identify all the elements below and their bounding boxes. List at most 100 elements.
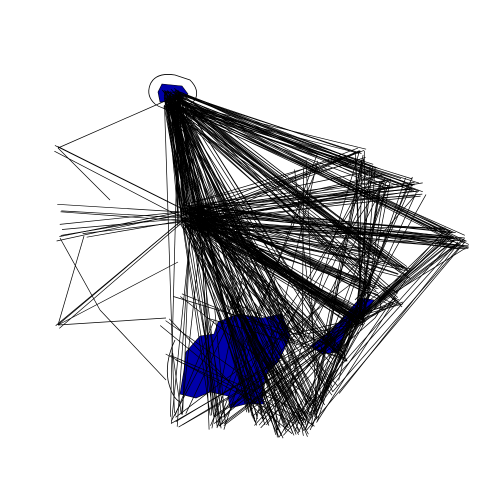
edge-line: [258, 252, 303, 341]
edge-line: [195, 205, 377, 288]
edge-line: [164, 104, 175, 413]
edge-line: [57, 203, 199, 214]
edge-line: [359, 242, 458, 317]
edge-line: [172, 102, 222, 429]
edge-line: [249, 294, 371, 404]
edge-lines: [54, 88, 470, 439]
edge-line: [57, 261, 179, 326]
edge-line: [180, 296, 314, 401]
edge-line: [195, 203, 446, 243]
edge-line: [210, 166, 319, 426]
edge-line: [179, 147, 359, 217]
edge-line: [339, 192, 417, 363]
edge-line: [198, 174, 385, 217]
edge-line: [195, 226, 460, 240]
edge-line: [248, 256, 295, 348]
edge-line: [214, 308, 226, 424]
edge-line: [196, 170, 374, 207]
edge-line: [301, 167, 305, 335]
edge-line: [327, 318, 365, 391]
edge-line: [283, 241, 459, 436]
edge-line: [313, 158, 365, 404]
edge-line: [86, 219, 188, 238]
edge-line: [194, 206, 391, 306]
edge-line: [341, 317, 355, 364]
edge-line: [309, 154, 364, 421]
edge-line: [59, 237, 101, 311]
edge-line: [183, 210, 304, 422]
edge-line: [57, 97, 173, 149]
edge-line: [332, 246, 461, 393]
edge-line: [175, 92, 277, 435]
edge-line: [177, 103, 183, 222]
edge-line: [170, 88, 372, 293]
edge-line: [185, 207, 305, 334]
edge-line: [175, 261, 382, 418]
edge-line: [59, 210, 197, 329]
edge-line: [171, 106, 386, 189]
edge-line: [180, 107, 359, 154]
edge-line: [61, 217, 189, 230]
edge-line: [186, 224, 305, 432]
edge-line: [192, 190, 419, 215]
edge-line: [182, 301, 398, 426]
edge-line: [225, 304, 302, 346]
edge-line: [181, 222, 203, 415]
edge-line: [304, 182, 385, 344]
edge-line: [202, 318, 218, 428]
edge-line: [54, 150, 189, 222]
edge-line: [170, 103, 226, 418]
edge-line: [57, 317, 167, 326]
edge-line: [169, 103, 220, 426]
edge-line: [171, 300, 236, 422]
edge-line: [202, 205, 212, 416]
edge-line: [179, 204, 215, 419]
bottom-left-outline: [166, 339, 181, 403]
edge-line: [225, 295, 300, 425]
edge-line: [201, 222, 455, 239]
edge-line: [199, 150, 361, 213]
edge-line: [182, 213, 256, 420]
edge-line: [170, 103, 180, 225]
edge-line: [174, 105, 379, 179]
edge-line: [54, 145, 194, 215]
edge-line: [192, 211, 354, 312]
edge-line: [362, 182, 386, 324]
edge-line: [164, 98, 211, 416]
edge-line: [194, 175, 382, 223]
edge-line: [173, 94, 420, 192]
edge-line: [202, 205, 469, 250]
edge-line: [194, 227, 301, 424]
edge-line: [304, 321, 362, 424]
edge-line: [276, 153, 360, 432]
edge-line: [255, 160, 318, 424]
edge-line: [181, 293, 348, 362]
edge-line: [273, 277, 304, 436]
edge-line: [313, 294, 371, 417]
edge-line: [195, 215, 298, 424]
edge-line: [169, 318, 266, 420]
edge-line: [216, 154, 318, 429]
edge-line: [60, 212, 196, 236]
edge-line: [355, 166, 373, 316]
edge-line: [57, 235, 85, 326]
edge-line: [182, 225, 304, 426]
edge-line: [235, 306, 279, 431]
edge-line: [223, 283, 271, 430]
edge-line: [306, 241, 466, 431]
edge-line: [168, 100, 196, 214]
edge-line: [200, 209, 356, 323]
edge-line: [207, 317, 343, 359]
edge-line: [253, 271, 408, 416]
edge-line: [319, 276, 409, 406]
edge-line: [316, 298, 397, 423]
edge-line: [184, 159, 364, 205]
edge-line: [165, 320, 315, 427]
edge-line: [271, 280, 310, 413]
edge-line: [211, 267, 246, 429]
edge-line: [57, 147, 111, 201]
edge-line: [216, 172, 375, 424]
edge-line: [301, 320, 366, 345]
edge-line: [59, 210, 189, 225]
